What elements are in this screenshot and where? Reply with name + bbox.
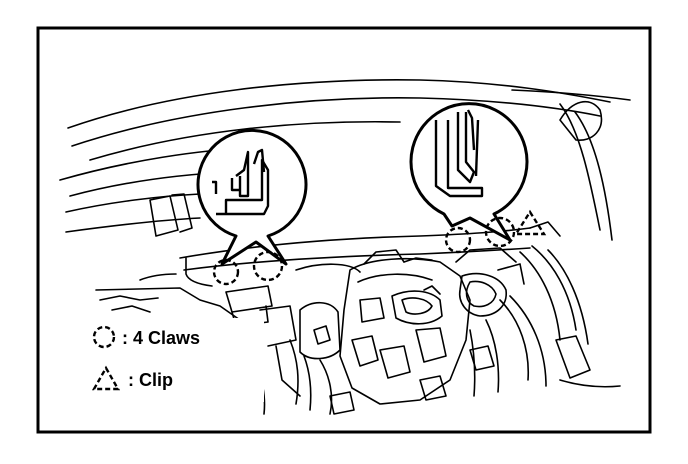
- clip-legend-label: : Clip: [128, 370, 173, 390]
- claw-legend-icon: [92, 325, 116, 349]
- legend: : 4 Claws : Clip: [84, 318, 264, 402]
- left-detail-callout: [196, 129, 308, 266]
- clip-legend-icon: [91, 365, 121, 391]
- claw-marker-2: [252, 250, 284, 282]
- claw-marker-4: [484, 216, 516, 248]
- claw-markers: [212, 216, 516, 286]
- claw-marker-1: [212, 258, 240, 286]
- claw-legend-label: : 4 Claws: [122, 328, 200, 348]
- clip-marker: [513, 209, 547, 236]
- claw-marker-3: [444, 226, 472, 254]
- right-detail-callout: [409, 102, 529, 242]
